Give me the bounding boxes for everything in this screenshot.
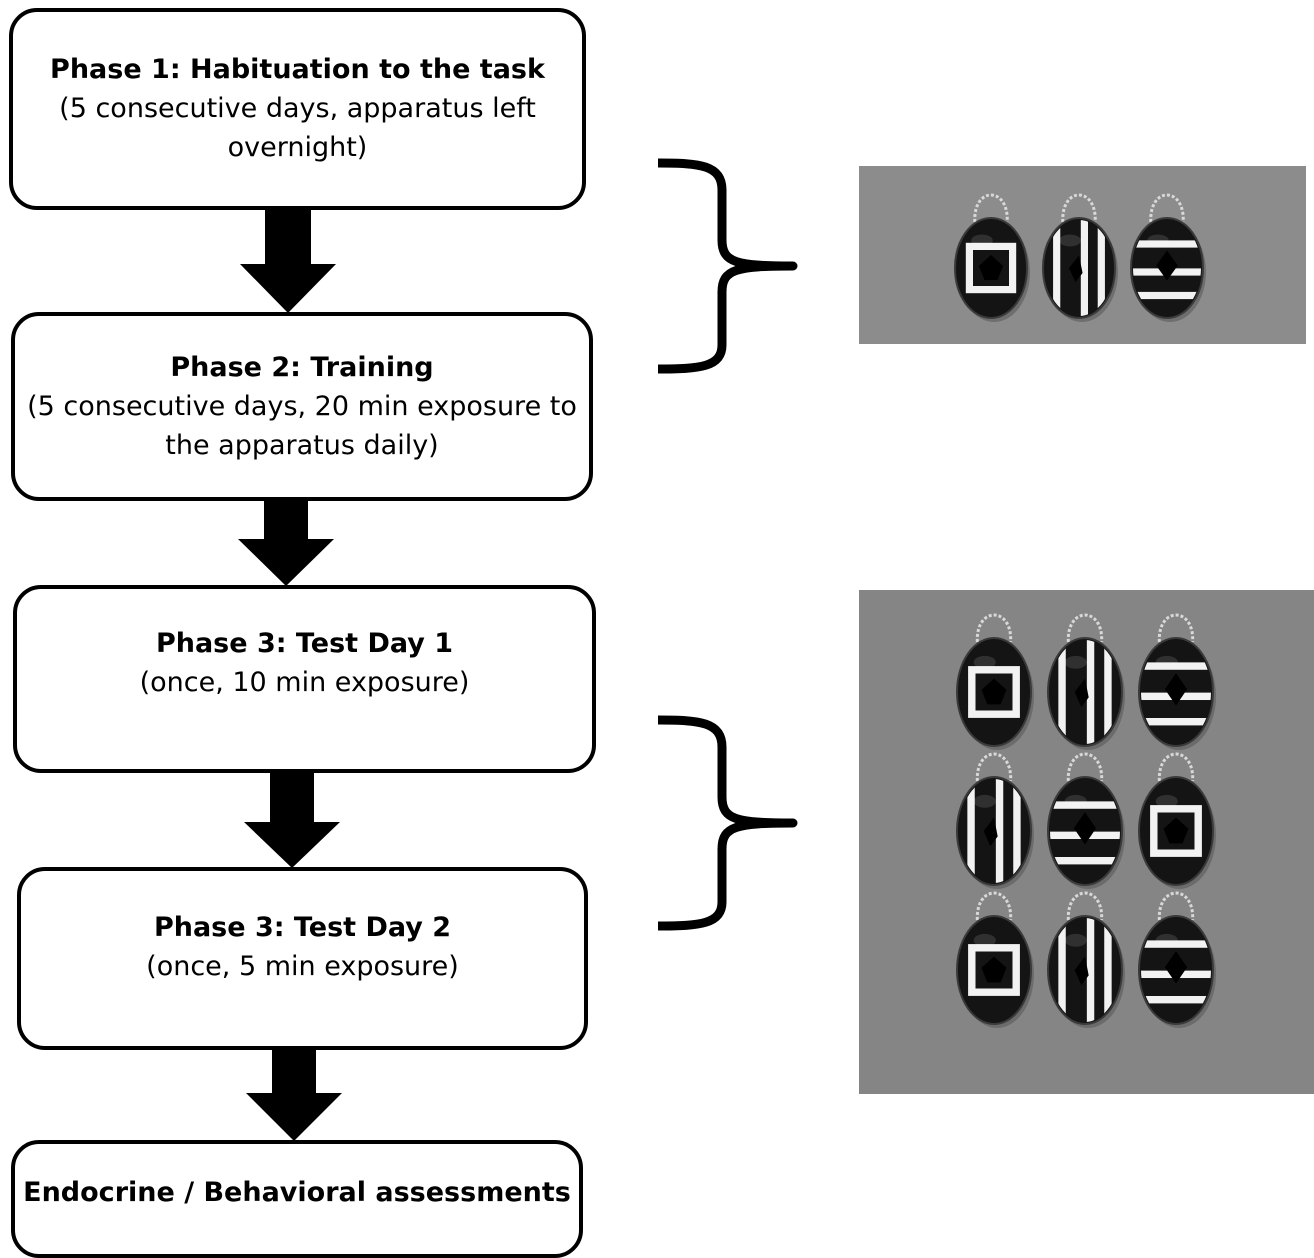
phase-3-test-day-2-title: Phase 3: Test Day 2 [153, 912, 452, 943]
apparatus-cover-vertical [1042, 193, 1118, 322]
apparatus-photo-top [859, 166, 1306, 344]
apparatus-cover-square [956, 613, 1034, 750]
phase-3-test-day-1-detail: (once, 10 min exposure) [139, 667, 470, 698]
apparatus-cover-vertical [956, 752, 1034, 889]
apparatus-cover-horizontal [1130, 193, 1206, 322]
apparatus-cover-square [954, 193, 1030, 322]
assessments-title: Endocrine / Behavioral assessments [23, 1177, 571, 1208]
phase-3-test-day-1-box: Phase 3: Test Day 1 (once, 10 min exposu… [13, 585, 596, 773]
down-arrow-2 [238, 501, 334, 586]
apparatus-cover-horizontal [1138, 891, 1216, 1028]
phase-1-detail: (5 consecutive days, apparatus left over… [59, 93, 536, 163]
phase-1-title: Phase 1: Habituation to the task [50, 54, 545, 85]
assessments-box: Endocrine / Behavioral assessments [11, 1140, 583, 1258]
phase-3-test-day-2-box: Phase 3: Test Day 2 (once, 5 min exposur… [17, 867, 588, 1050]
apparatus-cover-vertical [1047, 891, 1125, 1028]
apparatus-cover-horizontal [1047, 752, 1125, 889]
apparatus-cover-horizontal [1138, 613, 1216, 750]
phase-2-detail: (5 consecutive days, 20 min exposure to … [27, 390, 577, 461]
down-arrow-1 [240, 210, 336, 313]
phase-2-box: Phase 2: Training (5 consecutive days, 2… [11, 312, 593, 501]
apparatus-cover-square [1138, 752, 1216, 889]
phase-3-test-day-1-title: Phase 3: Test Day 1 [155, 628, 454, 659]
apparatus-cover-square [956, 891, 1034, 1028]
phase-3-test-day-2-detail: (once, 5 min exposure) [146, 951, 459, 982]
phase-1-box: Phase 1: Habituation to the task (5 cons… [9, 8, 586, 210]
phase-2-title: Phase 2: Training [170, 351, 434, 383]
brace-bottom [657, 715, 798, 931]
down-arrow-3 [244, 773, 340, 868]
down-arrow-4 [246, 1050, 342, 1141]
apparatus-photo-bottom [859, 590, 1314, 1094]
apparatus-cover-vertical [1047, 613, 1125, 750]
brace-top [657, 158, 798, 374]
